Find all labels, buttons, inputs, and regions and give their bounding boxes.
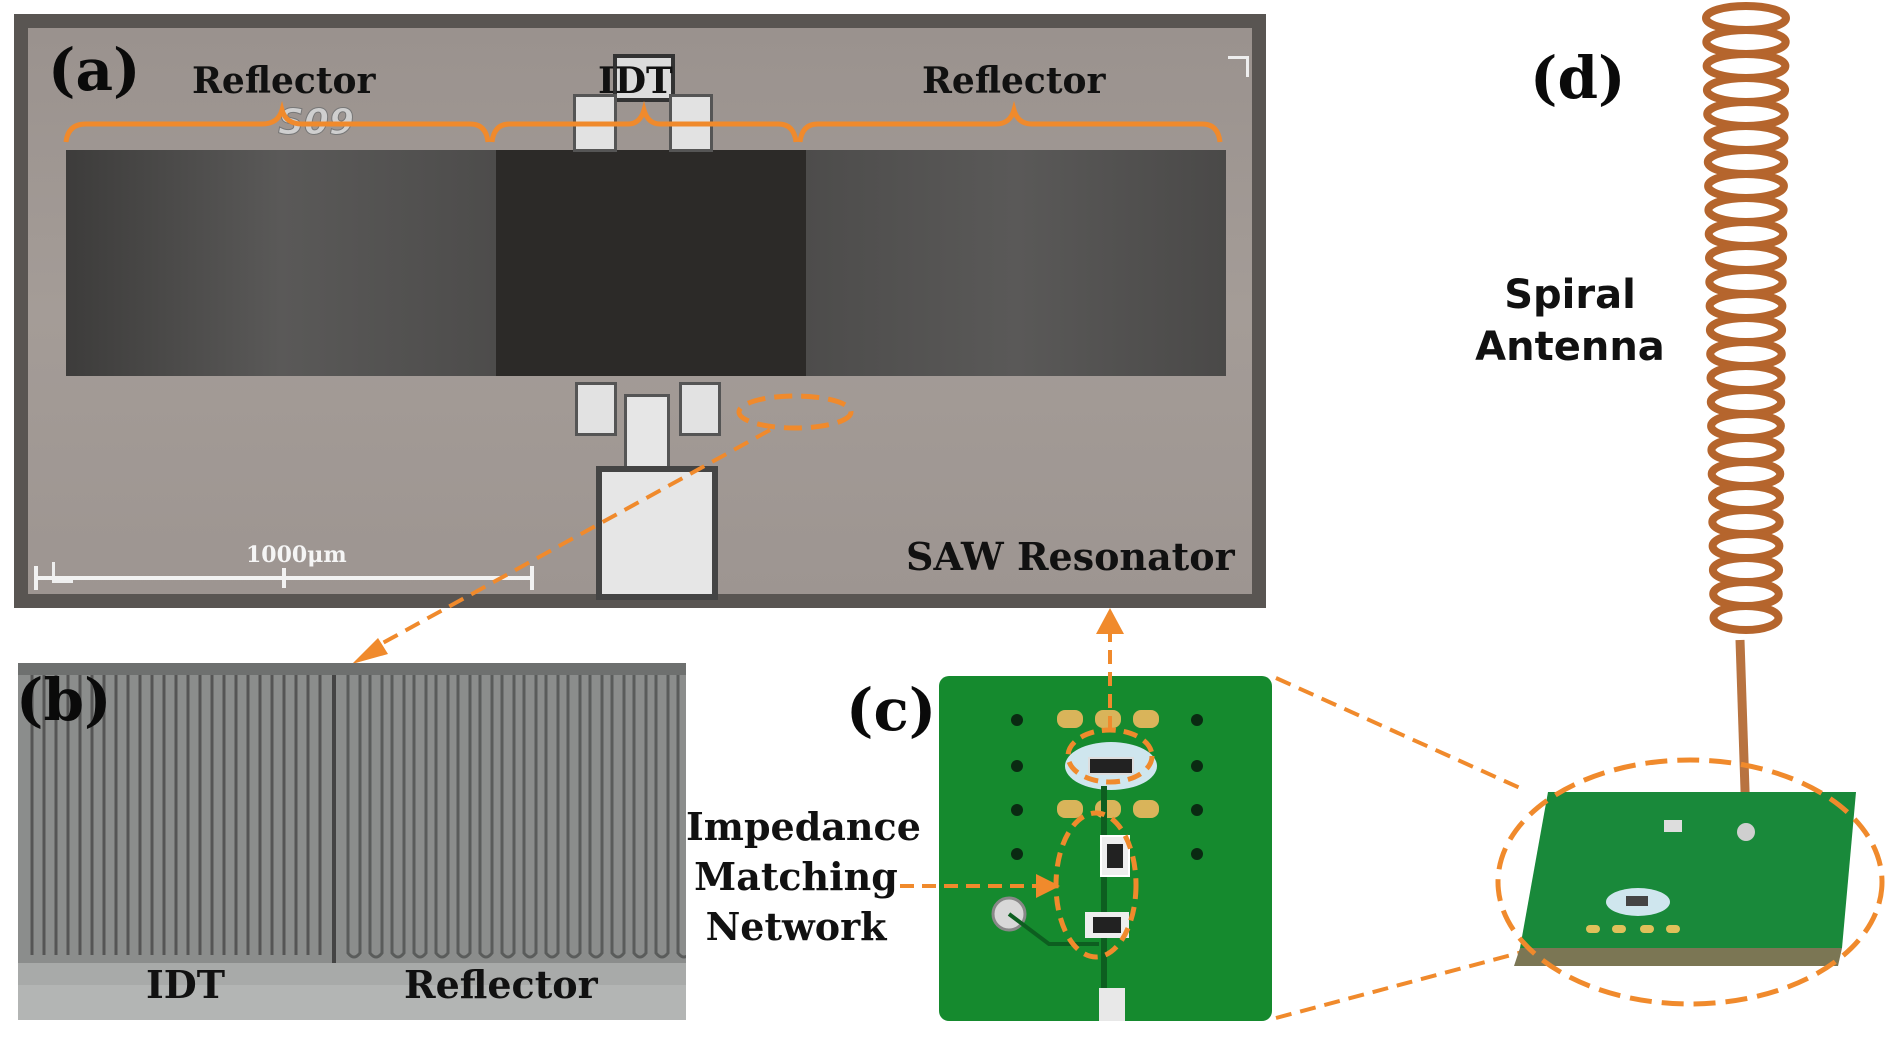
electrode-micrograph [18,663,686,1020]
label-idt: IDT [598,60,673,102]
arrow-head-icon [1036,874,1060,898]
callout-line-1: Impedance [686,804,921,849]
label-b-idt: IDT [146,962,226,1007]
corner-mark-icon [52,562,73,583]
saw-resonator-caption: SAW Resonator [906,534,1235,579]
reflector-finger [654,675,670,959]
reflector-finger [676,675,686,959]
idt-grating [496,150,806,376]
top-bond-pad [613,54,675,102]
label-right-reflector: Reflector [922,60,1106,102]
panel-c-letter: (c) [846,676,937,744]
reflector-finger [346,675,362,959]
antenna-lead [1735,639,1751,821]
reflector-finger [544,675,560,959]
left-reflector-grating [66,150,496,376]
reflector-finger [522,675,538,959]
corner-mark-icon [1228,56,1249,77]
right-reflector-grating [806,150,1226,376]
bracket-idt [489,100,799,143]
pcb-edge [1514,948,1842,966]
reflector-finger [368,675,384,959]
antenna-label-line-1: Spiral [1504,272,1636,318]
reflector-finger [632,675,648,959]
reflector-finger [412,675,428,959]
panel-d-letter: (d) [1530,44,1626,112]
antenna-coil-turn [1709,602,1783,634]
callout-line-2: Matching [694,854,898,899]
label-left-reflector: Reflector [192,60,376,102]
matching-pcb [939,676,1272,1021]
scale-bar-label: 1000μm [246,542,347,568]
bracket-right-reflector [797,100,1223,143]
electrode-fingers [18,663,686,1020]
bottom-pad-right [679,382,721,436]
reflector-finger [566,675,582,959]
scale-bar [34,566,534,590]
zoom-connector-bottom [1275,948,1531,1020]
reflector-finger [588,675,604,959]
arrow-head-icon [1096,608,1124,634]
panel-b-letter: (b) [16,666,112,734]
zoom-arrow [369,428,771,652]
label-b-reflector: Reflector [404,962,598,1007]
reflector-finger [500,675,516,959]
reflector-finger [434,675,450,959]
reflector-finger [456,675,472,959]
reflector-finger [478,675,494,959]
reflector-finger [610,675,626,959]
pcb-board [1520,792,1856,948]
bracket-left-reflector [63,100,491,143]
zoom-connector-top [1275,676,1521,790]
reflector-finger [390,675,406,959]
antenna-label-line-2: Antenna [1475,324,1665,370]
bottom-pad-left [575,382,617,436]
panel-a-letter: (a) [48,36,141,104]
callout-line-3: Network [705,904,887,949]
pcb-zoom-ellipse [1495,757,1885,1007]
zoom-region-ellipse [736,393,854,431]
bottom-bond-pad [596,466,718,600]
arrow-head-icon [352,638,388,664]
